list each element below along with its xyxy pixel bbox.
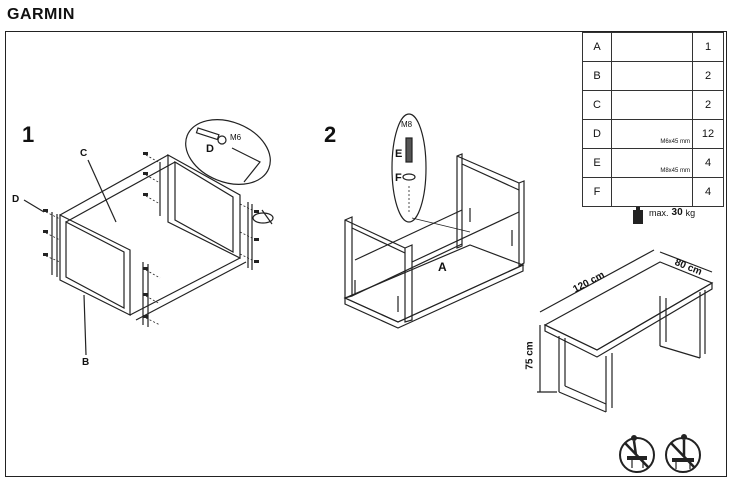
parts-table: A 1 B 2 C 2 D M6x45 mm 12 E M8x45 mm 4 F… [582, 32, 724, 207]
part-qty: 12 [692, 119, 724, 149]
part-letter: D [582, 119, 612, 149]
label-a: A [438, 260, 447, 274]
part-picture [611, 90, 693, 120]
step1-callout [185, 119, 274, 225]
label-c: C [80, 148, 88, 159]
part-letter: E [582, 148, 612, 178]
part-letter: C [582, 90, 612, 120]
part-picture: M8x45 mm [611, 148, 693, 178]
callout-label-e: E [395, 148, 403, 160]
instruction-frame [5, 31, 727, 477]
part-spec: M6x45 mm [660, 139, 690, 145]
part-qty: 2 [692, 61, 724, 91]
part-qty: 1 [692, 32, 724, 62]
label-b: B [82, 357, 90, 368]
max-load: max. 30 kg [632, 207, 695, 218]
callout-label-f: F [395, 172, 402, 184]
no-standing-on-table-icon [619, 435, 655, 473]
part-row: F 4 [582, 177, 724, 207]
step2-table-drawing [343, 113, 525, 329]
step1-bolts [43, 152, 259, 318]
part-picture [611, 32, 693, 62]
callout-spec-m6: M6 [230, 133, 242, 142]
step-number-1: 1 [22, 122, 35, 147]
max-load-prefix: max. [649, 207, 669, 218]
part-letter: B [582, 61, 612, 91]
step-number-2: 2 [324, 122, 337, 147]
part-spec: M8x45 mm [660, 168, 690, 174]
callout-spec-m8: M8 [401, 120, 413, 129]
brand-title: GARMIN [7, 6, 75, 23]
weight-icon [633, 206, 643, 224]
part-qty: 4 [692, 177, 724, 207]
part-picture [611, 61, 693, 91]
max-load-unit: kg [685, 207, 696, 218]
callout-label-d: D [206, 143, 214, 155]
part-row: E M8x45 mm 4 [582, 148, 724, 178]
part-picture [611, 177, 693, 207]
part-qty: 2 [692, 90, 724, 120]
step1-bolt-guides [45, 154, 257, 326]
no-climbing-on-table-icon [665, 434, 701, 473]
part-qty: 4 [692, 148, 724, 178]
label-d: D [12, 194, 20, 205]
part-row: D M6x45 mm 12 [582, 119, 724, 149]
part-row: A 1 [582, 32, 724, 62]
part-letter: F [582, 177, 612, 207]
part-row: B 2 [582, 61, 724, 91]
part-picture: M6x45 mm [611, 119, 693, 149]
part-letter: A [582, 32, 612, 62]
max-load-value: 30 [671, 207, 683, 218]
dimension-height: 75 cm [524, 341, 536, 370]
dimension-table-drawing [537, 249, 714, 413]
part-row: C 2 [582, 90, 724, 120]
step1-frame-drawing [23, 153, 253, 356]
